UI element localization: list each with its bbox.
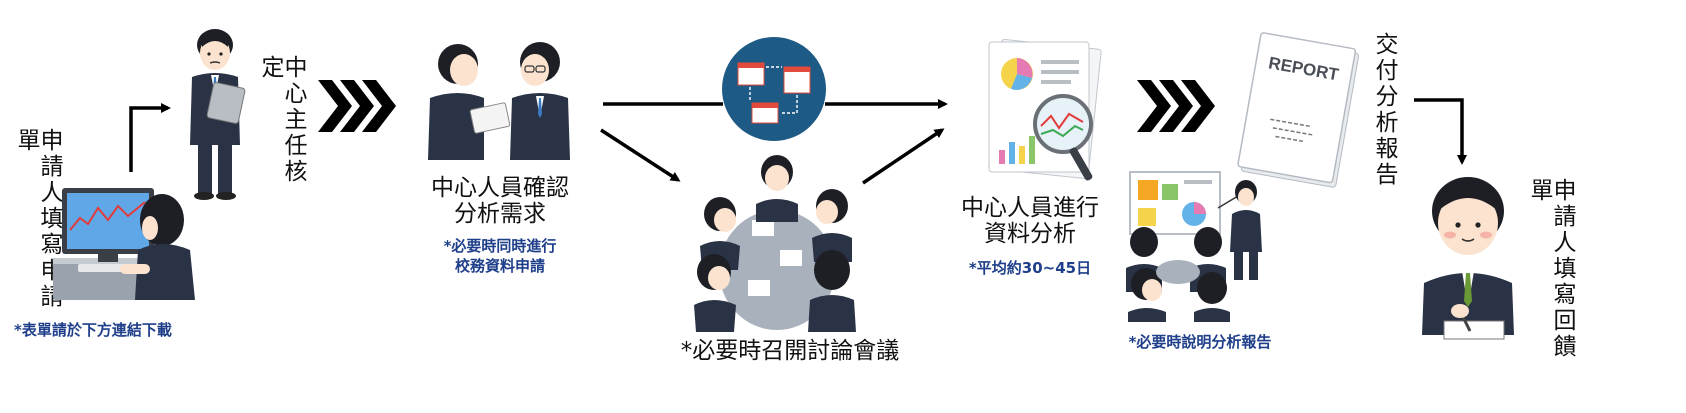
- analysis-line-1: 中心人員進行: [961, 195, 1099, 221]
- chevron-arrow-icon: [1137, 80, 1215, 132]
- staff-confirm-note: *必要時同時進行 校務資料申請: [405, 236, 595, 277]
- arrow-meeting-to-analysis: [862, 128, 945, 185]
- explain-note: *必要時說明分析報告: [1128, 333, 1272, 351]
- arrow-applicant-to-director: [129, 103, 171, 172]
- director-icon: [190, 29, 246, 200]
- staff-confirm-note-line-1: *必要時同時進行: [443, 237, 557, 255]
- arrow-to-meeting: [600, 128, 681, 182]
- database-sync-icon: [722, 37, 826, 141]
- analysis-line-2: 資料分析: [984, 221, 1076, 248]
- handshake-icon: [428, 42, 570, 160]
- presentation-icon: [1126, 171, 1262, 322]
- meeting-icon: [694, 155, 856, 332]
- staff-confirm-line-2: 分析需求: [454, 201, 546, 228]
- report-document-icon: REPORT: [1237, 32, 1360, 188]
- feedback-label: 申請人填寫回饋單: [1526, 178, 1575, 360]
- staff-confirm-line-1: 中心人員確認: [431, 175, 569, 201]
- director-review-label: 中心主任核定: [257, 55, 306, 185]
- analysis-label: 中心人員進行 資料分析: [930, 195, 1130, 248]
- staff-confirm-label: 中心人員確認 分析需求: [405, 175, 595, 228]
- computer-user-icon: [53, 188, 195, 300]
- analysis-report-icon: [988, 38, 1102, 181]
- meeting-label: *必要時召開討論會議: [680, 338, 900, 364]
- chevron-arrow-icon: [318, 80, 396, 132]
- deliver-label: 交付分析報告: [1371, 32, 1397, 188]
- feedback-signer-icon: [1422, 177, 1514, 340]
- analysis-note: *平均約30~45日: [968, 259, 1092, 277]
- applicant-fill-label: 申請人填寫申請單: [13, 128, 62, 310]
- applicant-note: *表單請於下方連結下載: [14, 321, 172, 339]
- staff-confirm-note-line-2: 校務資料申請: [454, 257, 545, 276]
- arrow-deliver-to-feedback: [1414, 98, 1467, 165]
